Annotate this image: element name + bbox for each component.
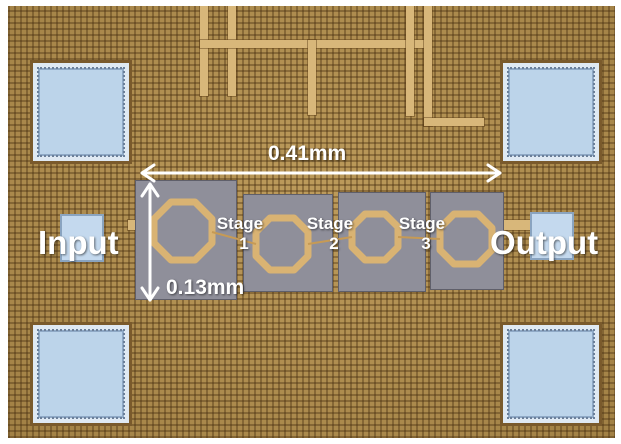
bond-pad-bottom-left [30,322,132,426]
stage-1-word: Stage [216,214,264,233]
metal-trace [228,6,236,96]
width-dimension-label: 0.41mm [268,142,347,165]
input-label: Input [38,224,119,261]
height-arrow-head-top [140,182,160,198]
metal-trace [308,40,316,115]
height-dimension-label: 0.13mm [166,276,245,299]
bond-pad-top-right [500,60,602,164]
metal-trace [406,6,414,116]
chip-micrograph [8,6,615,438]
metal-trace [424,6,432,126]
inductor-layer [150,198,496,274]
output-label: Output [490,224,599,261]
octagon-inductor [252,214,312,274]
octagon-inductor [348,210,402,264]
width-arrow-head-left [140,163,156,183]
stage-2-label: Stage 2 [298,214,362,254]
metal-trace [424,118,484,126]
stage-3-word: Stage [398,214,446,233]
input-port-pad [60,214,104,262]
bond-pad-bottom-right [500,322,602,426]
stage-3-number: 3 [421,234,431,253]
bond-pad-top-left [30,60,132,164]
stage-1-number: 1 [239,234,249,253]
octagon-inductor [150,198,216,264]
octagon-inductor [436,210,496,268]
width-arrow-head-right [486,163,502,183]
height-arrow-head-bottom [140,286,160,302]
metal-trace [200,6,208,96]
output-port-pad [530,212,574,260]
stage-1-label: Stage 1 [208,214,272,254]
stage-3-label: Stage 3 [390,214,454,254]
stage-2-word: Stage [306,214,354,233]
metal-trace [500,220,530,230]
stage-2-number: 2 [329,234,339,253]
